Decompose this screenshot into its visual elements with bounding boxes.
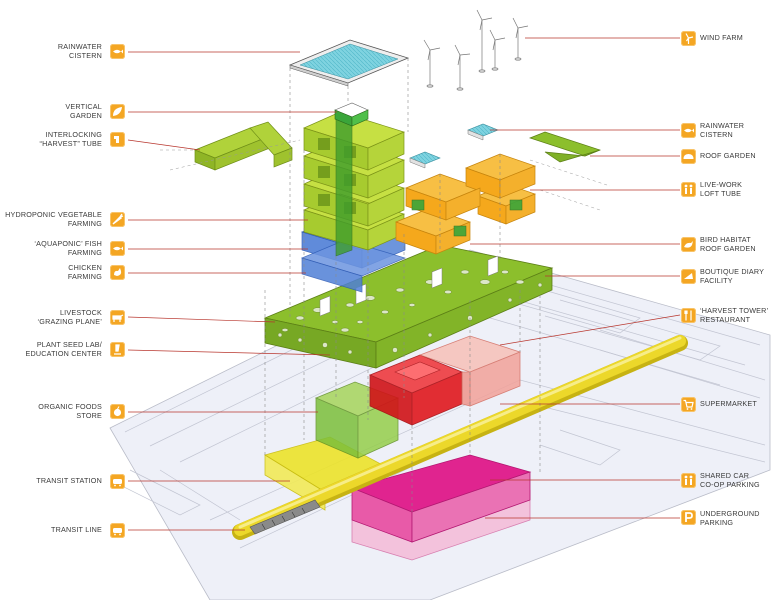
rainwater-cistern-top-tray xyxy=(288,39,410,87)
cow-icon xyxy=(110,310,125,325)
harvest-tube-floating xyxy=(194,121,293,171)
microscope-icon xyxy=(110,342,125,357)
label-hydroponic: HYDROPONIC VEGETABLE FARMING xyxy=(5,210,102,228)
label-harvest-tube: INTERLOCKING “HARVEST” TUBE xyxy=(39,130,102,148)
label-wind-farm: WIND FARM xyxy=(700,33,743,42)
fish-icon xyxy=(110,241,125,256)
horizontal-dashed-lines xyxy=(160,139,611,211)
label-seed-lab: PLANT SEED LAB/ EDUCATION CENTER xyxy=(25,340,102,358)
label-aquaponic: ‘AQUAPONIC’ FISH FARMING xyxy=(34,239,102,257)
cheese-icon xyxy=(681,269,696,284)
bird-icon xyxy=(681,237,696,252)
grazing-plane-slab xyxy=(263,244,554,369)
label-rainwater-cistern-right: RAINWATER CISTERN xyxy=(700,121,745,139)
wind-turbines xyxy=(423,9,529,91)
fork-knife-icon xyxy=(681,308,696,323)
train-car xyxy=(249,499,321,535)
label-livestock: LIVESTOCK ‘GRAZING PLANE’ xyxy=(37,308,102,326)
label-bird-habitat: BIRD HABITAT ROOF GARDEN xyxy=(700,235,756,253)
label-organic-store: ORGANIC FOODS STORE xyxy=(38,402,102,420)
people-icon xyxy=(681,473,696,488)
carrot-icon xyxy=(110,212,125,227)
apple-icon xyxy=(110,404,125,419)
leader-lines xyxy=(127,37,681,531)
label-shared-car: SHARED CAR CO-OP PARKING xyxy=(700,471,760,489)
label-supermarket: SUPERMARKET xyxy=(700,399,757,408)
wind-turbine-icon xyxy=(681,31,696,46)
label-rainwater-cistern-top: RAINWATER CISTERN xyxy=(57,42,102,60)
chicken-icon xyxy=(110,265,125,280)
leaf-icon xyxy=(110,104,125,119)
label-transit-line: TRANSIT LINE xyxy=(51,525,102,534)
train-icon xyxy=(110,474,125,489)
transit-line-tube xyxy=(232,335,688,540)
label-underground-parking: UNDERGROUND PARKING xyxy=(700,509,760,527)
cart-icon xyxy=(681,397,696,412)
rainwater-cistern-small-2 xyxy=(467,123,499,141)
tube-icon xyxy=(110,132,125,147)
label-boutique-dairy: BOUTIQUE DIARY FACILITY xyxy=(700,267,765,285)
bread-icon xyxy=(681,149,696,164)
people-icon xyxy=(681,182,696,197)
rainwater-cistern-small-1 xyxy=(409,151,441,169)
label-vertical-garden: VERTICAL GARDEN xyxy=(65,102,102,120)
parking-icon xyxy=(681,510,696,525)
fish-icon xyxy=(110,44,125,59)
harvest-tower-stack xyxy=(300,102,407,293)
projection-lines xyxy=(264,58,541,512)
underground-parking-block xyxy=(350,454,532,561)
live-work-loft-tubes xyxy=(395,153,537,255)
label-chicken: CHICKEN FARMING xyxy=(67,263,102,281)
label-transit-station: TRANSIT STATION xyxy=(36,476,102,485)
label-live-work: LIVE-WORK LOFT TUBE xyxy=(700,180,743,198)
label-roof-garden: ROOF GARDEN xyxy=(700,151,756,160)
fish-icon xyxy=(681,123,696,138)
train-icon xyxy=(110,523,125,538)
roof-garden-strip xyxy=(528,131,602,163)
label-harvest-restaurant: ‘HARVEST TOWER’ RESTAURANT xyxy=(700,306,769,324)
